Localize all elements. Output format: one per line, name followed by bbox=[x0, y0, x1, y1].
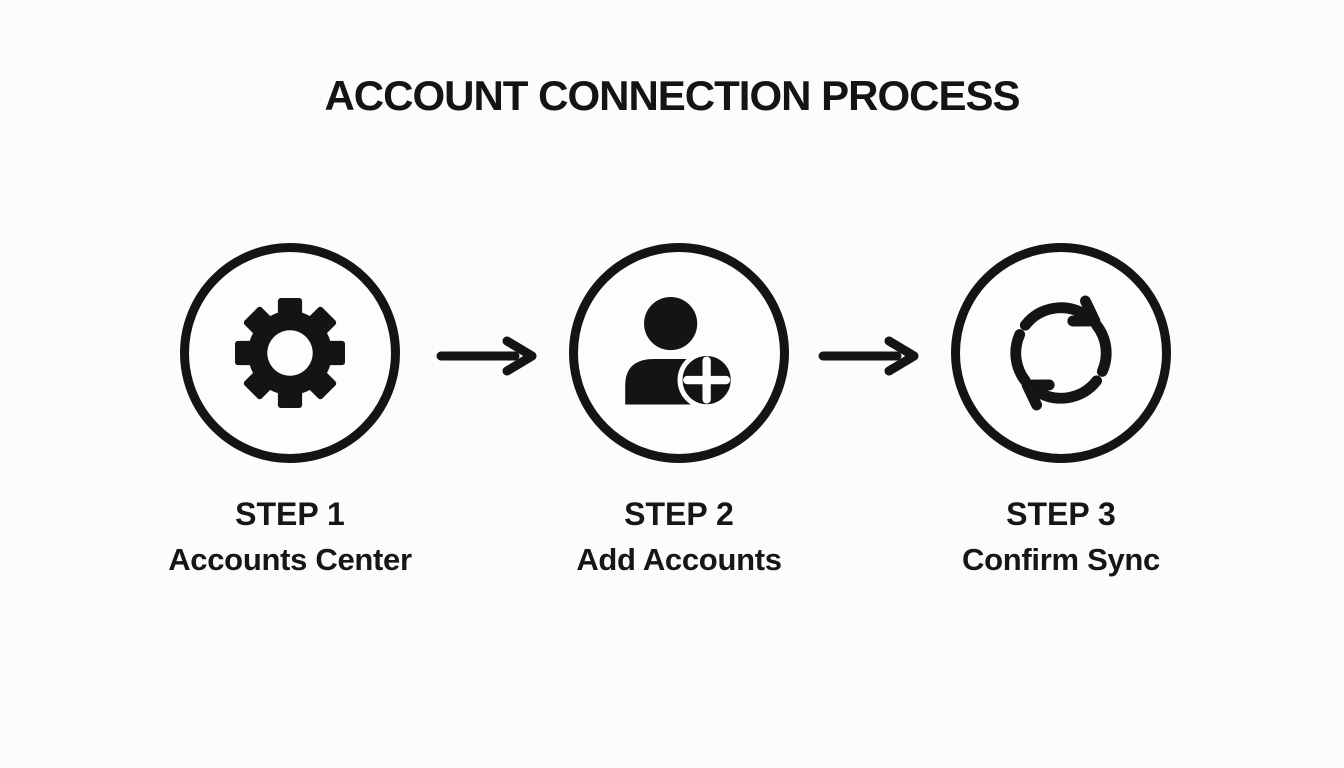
page-title: ACCOUNT CONNECTION PROCESS bbox=[324, 72, 1020, 119]
user-add-icon bbox=[624, 296, 736, 409]
arrow-right-icon bbox=[436, 336, 537, 376]
sync-icon bbox=[1010, 295, 1112, 411]
step-3-group: STEP 3 Confirm Sync bbox=[921, 243, 1201, 578]
step-3-number: STEP 3 bbox=[1006, 496, 1116, 532]
step-2-group: STEP 2 Add Accounts bbox=[539, 243, 819, 578]
step-2-circle bbox=[569, 243, 789, 463]
step-1-circle bbox=[180, 243, 400, 463]
step-1-label: Accounts Center bbox=[168, 542, 412, 577]
gear-icon bbox=[235, 298, 345, 408]
step-3-label: Confirm Sync bbox=[962, 542, 1160, 577]
step-1-group: STEP 1 Accounts Center bbox=[150, 243, 430, 578]
step-2-label: Add Accounts bbox=[576, 542, 782, 577]
arrow-right-icon bbox=[818, 336, 919, 376]
step-1-number: STEP 1 bbox=[235, 496, 345, 532]
step-2-number: STEP 2 bbox=[624, 496, 734, 532]
step-3-circle bbox=[951, 243, 1171, 463]
